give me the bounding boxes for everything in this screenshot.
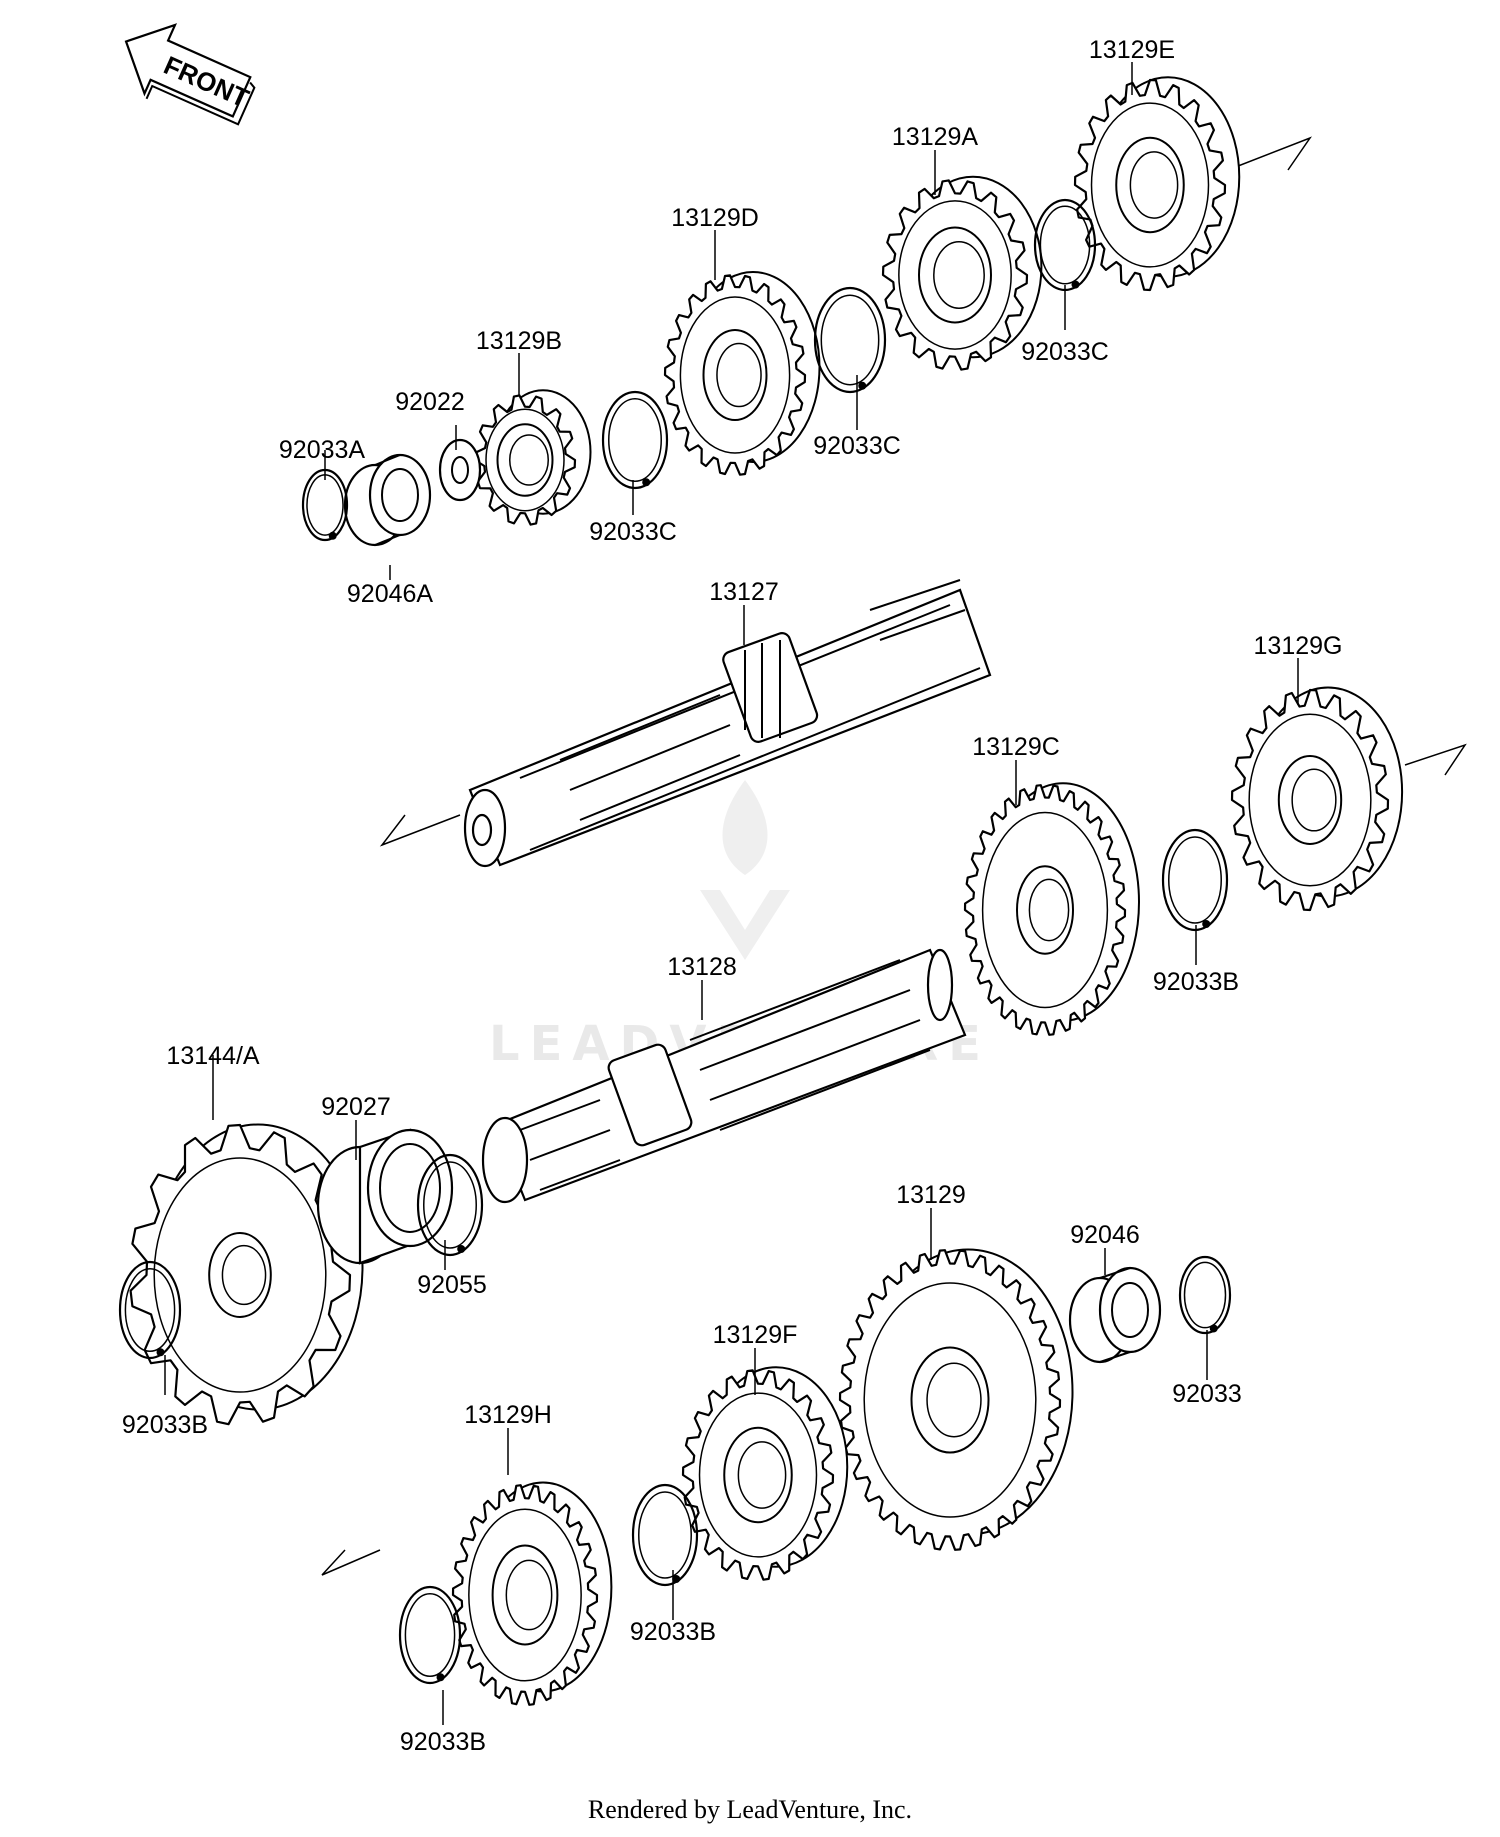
label-92033B-right: 92033B	[1153, 968, 1239, 996]
circlip-92033B-b	[118, 1260, 182, 1360]
label-13127: 13127	[709, 578, 779, 606]
label-13128: 13128	[667, 953, 737, 981]
circlip-92033B-c	[631, 1483, 699, 1587]
label-92027: 92027	[321, 1093, 391, 1121]
circlip-92033B-d	[398, 1585, 462, 1685]
gear-13129E	[1073, 76, 1241, 292]
collar-92027	[316, 1128, 454, 1265]
gear-13129G	[1230, 686, 1404, 912]
shaft-13127	[463, 579, 992, 868]
label-13129F: 13129F	[713, 1321, 798, 1349]
label-13129B: 13129B	[476, 327, 562, 355]
label-92046A: 92046A	[347, 580, 434, 608]
bearing-92046A	[343, 453, 432, 547]
label-92033C-upper-right: 92033C	[1021, 338, 1109, 366]
label-13129E: 13129E	[1089, 36, 1175, 64]
gear-13129D	[663, 271, 821, 476]
circlip-92033A	[301, 468, 349, 542]
leader-lines	[164, 62, 1299, 1725]
axis-lines	[321, 136, 1467, 1576]
gear-13129	[838, 1248, 1074, 1551]
label-13129C: 13129C	[972, 733, 1060, 761]
circlip-92033C-a	[601, 390, 669, 490]
label-13144A: 13144/A	[166, 1042, 259, 1070]
label-13129D: 13129D	[671, 204, 759, 232]
label-92033B-sprocket: 92033B	[122, 1411, 208, 1439]
circlip-92033	[1178, 1255, 1232, 1335]
label-92046: 92046	[1070, 1221, 1140, 1249]
label-13129A: 13129A	[892, 123, 979, 151]
circlip-92055	[416, 1153, 484, 1257]
circlip-92033B-a	[1161, 828, 1229, 932]
gear-13144A	[129, 1123, 364, 1426]
circlips-layer	[118, 198, 1232, 1685]
label-92033: 92033	[1172, 1380, 1242, 1408]
gear-13129C	[963, 782, 1140, 1036]
gear-13129A	[881, 175, 1043, 371]
label-13129: 13129	[896, 1181, 966, 1209]
circlip-92033C-b	[813, 286, 887, 394]
label-92033B-lower-left: 92033B	[400, 1728, 486, 1756]
part-labels: 13129E 13129A 13129D 13129B 92022 92033A…	[122, 36, 1343, 1756]
bearing-92046	[1068, 1266, 1162, 1364]
label-92022: 92022	[395, 388, 465, 416]
gear-13129F	[681, 1366, 849, 1581]
label-13129H: 13129H	[464, 1401, 552, 1429]
label-92033C-left: 92033C	[589, 518, 677, 546]
shaft-13128	[481, 948, 967, 1204]
gear-13129B	[473, 389, 592, 526]
circlip-92033C-c	[1033, 198, 1097, 292]
footer-credit: Rendered by LeadVenture, Inc.	[588, 1795, 912, 1824]
gear-13129H	[451, 1481, 613, 1706]
front-arrow: FRONT	[124, 23, 256, 126]
label-92033C-middle: 92033C	[813, 432, 901, 460]
label-13129G: 13129G	[1254, 632, 1343, 660]
washer-92022	[438, 438, 482, 502]
gears-layer	[129, 76, 1404, 1706]
label-92033A: 92033A	[279, 436, 366, 464]
label-92055: 92055	[417, 1271, 487, 1299]
label-92033B-lower-middle: 92033B	[630, 1618, 716, 1646]
